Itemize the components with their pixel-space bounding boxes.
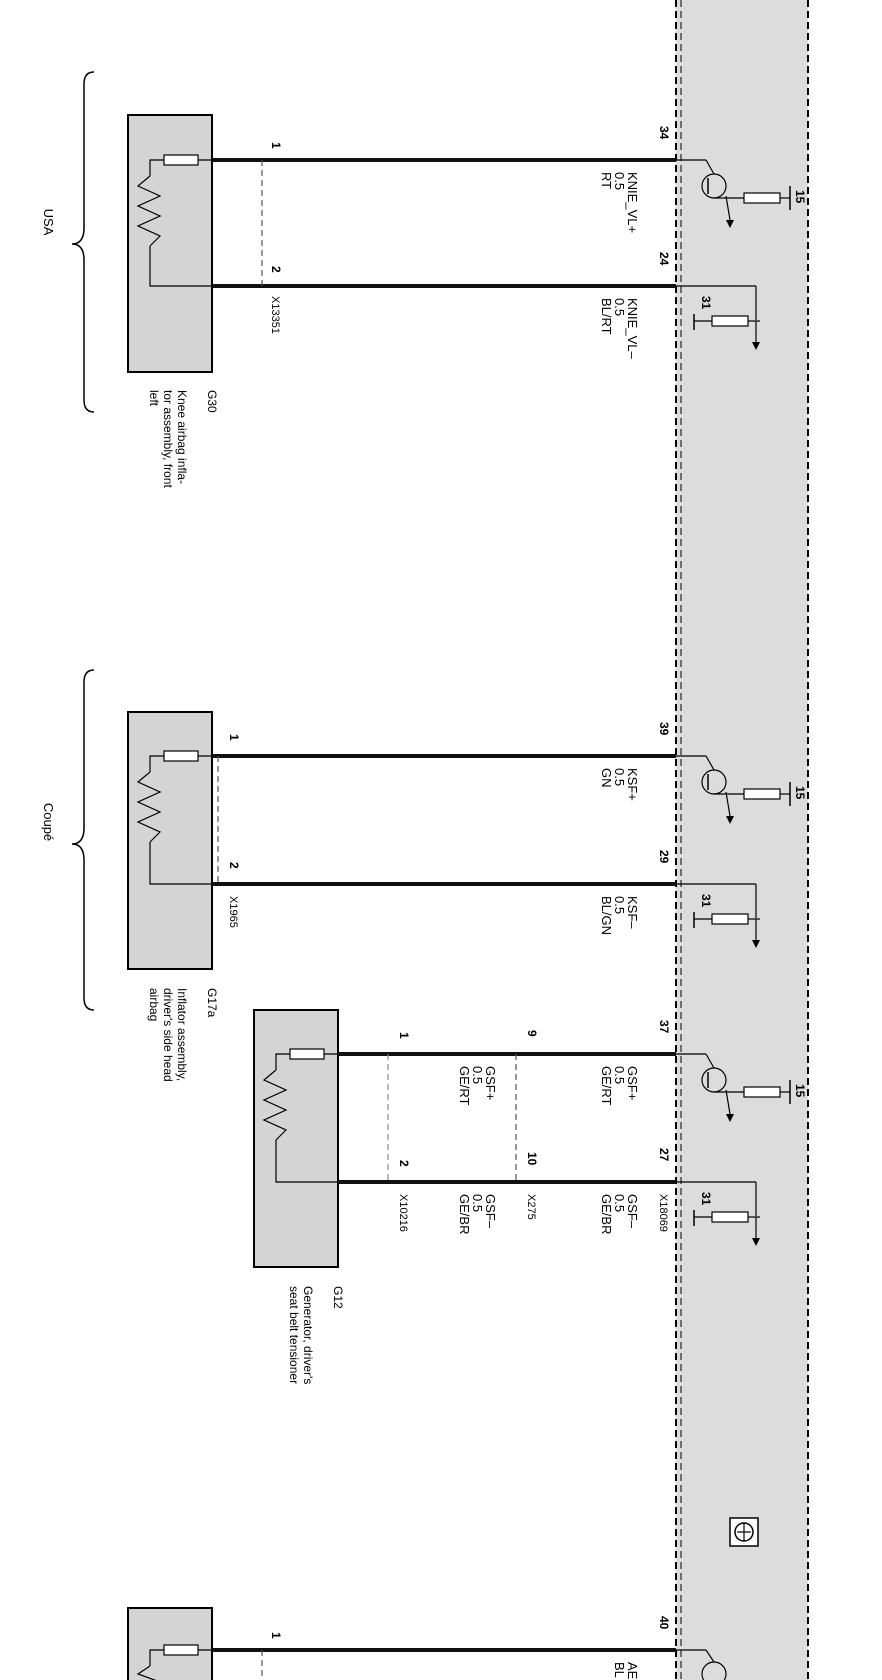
size-ksf-minus: 0.5 bbox=[612, 896, 627, 914]
pin-mid-10: 10 bbox=[525, 1152, 539, 1166]
color-gsf-minus-mod: GE/BR bbox=[457, 1194, 472, 1234]
connector-x18069-label: X18069 bbox=[657, 1194, 669, 1232]
pin-ecu-37: 37 bbox=[657, 1020, 671, 1034]
control-unit-symbol-icon bbox=[729, 1517, 759, 1547]
resistor-box bbox=[163, 1644, 199, 1656]
pin-ecu-27: 27 bbox=[657, 1148, 671, 1162]
pin-ecu-24: 24 bbox=[657, 252, 671, 266]
size-knie-vl-plus: 0.5 bbox=[612, 172, 627, 190]
signal-gsf-plus: GSF+ bbox=[625, 1066, 640, 1100]
signal-gsf-plus-mod: GSF+ bbox=[483, 1066, 498, 1100]
color-knie-vl-plus: RT bbox=[599, 172, 614, 189]
signal-ksf-minus: KSF– bbox=[625, 896, 640, 929]
color-ksf-minus: BL/GN bbox=[599, 896, 614, 935]
supply-pin-15-label: 15 bbox=[793, 190, 807, 204]
circuit-side-head-airbag: 1 2 X1965 39 29 KSF+ 0.5 GN KSF– 0.5 BL/… bbox=[127, 711, 807, 1082]
inflator-lead-bottom bbox=[149, 246, 212, 287]
control-unit-body bbox=[676, 0, 808, 1680]
inflator-zigzag bbox=[136, 771, 162, 843]
usa-brace bbox=[71, 71, 95, 413]
ground-input-27 bbox=[676, 1181, 760, 1246]
pin-ecu-39: 39 bbox=[657, 722, 671, 736]
resistor-lead-left bbox=[275, 1053, 290, 1070]
supply-pin-15-label: 15 bbox=[793, 786, 807, 800]
size-gsf-minus-mod: 0.5 bbox=[470, 1194, 485, 1212]
pin-ecu-40: 40 bbox=[657, 1616, 671, 1630]
color-gsf-plus-mod: GE/RT bbox=[457, 1066, 472, 1106]
module-g30-body bbox=[127, 114, 213, 373]
size-gsf-plus: 0.5 bbox=[612, 1066, 627, 1084]
signal-knie-vl-minus: KNIE_VL– bbox=[625, 298, 640, 359]
resistor-lead-left bbox=[149, 1649, 164, 1666]
connector-x13351-label: X13351 bbox=[269, 296, 281, 334]
inflator-zigzag bbox=[136, 1665, 157, 1680]
module-g30-code: G30 bbox=[205, 390, 219, 413]
resistor-box bbox=[289, 1048, 325, 1060]
circuit-knee-airbag: 1 2 X13351 34 24 KNIE_VL+ 0.5 RT KNIE_VL… bbox=[127, 114, 807, 488]
pin-mod-1: 1 bbox=[269, 1632, 283, 1639]
color-partial: BL bbox=[612, 1662, 627, 1678]
signal-partial: AE bbox=[625, 1662, 640, 1680]
connector-x10216-label: X10216 bbox=[397, 1194, 409, 1232]
resistor-box bbox=[163, 154, 199, 166]
inflator-lead-bottom bbox=[149, 842, 212, 885]
size-knie-vl-minus: 0.5 bbox=[612, 298, 627, 316]
module-g30-desc-2: tor assembly, front bbox=[161, 390, 175, 488]
module-g17a-desc-1: Inflator assembly, bbox=[175, 988, 189, 1081]
coupe-group-label: Coupé bbox=[41, 803, 56, 841]
inflator-zigzag bbox=[262, 1069, 288, 1141]
transistor-output-37 bbox=[676, 1053, 791, 1122]
connector-x275-label: X275 bbox=[525, 1194, 537, 1220]
size-ksf-plus: 0.5 bbox=[612, 768, 627, 786]
pin-ecu-34: 34 bbox=[657, 126, 671, 140]
module-g17a-code: G17a bbox=[205, 988, 219, 1018]
module-g30-desc-3: left bbox=[147, 390, 161, 407]
size-gsf-minus: 0.5 bbox=[612, 1194, 627, 1212]
pin-mod-1: 1 bbox=[397, 1032, 411, 1039]
ground-input-24 bbox=[676, 285, 760, 350]
signal-gsf-minus-mod: GSF– bbox=[483, 1194, 498, 1229]
pin-mod-2: 2 bbox=[269, 266, 283, 273]
transistor-output-40 bbox=[676, 1649, 727, 1680]
module-g17a-desc-2: driver's side head bbox=[161, 988, 175, 1082]
size-gsf-plus-mod: 0.5 bbox=[470, 1066, 485, 1084]
usa-group-label: USA bbox=[41, 209, 56, 236]
resistor-lead-left bbox=[149, 755, 164, 772]
pin-mod-1: 1 bbox=[227, 734, 241, 741]
pin-mod-1: 1 bbox=[269, 142, 283, 149]
transistor-output-34 bbox=[676, 159, 791, 228]
ground-input-29 bbox=[676, 883, 760, 948]
module-g30-desc-1: Knee airbag infla- bbox=[175, 390, 189, 484]
ground-pin-31-label: 31 bbox=[699, 894, 713, 908]
pin-mid-9: 9 bbox=[525, 1030, 539, 1037]
color-gsf-plus: GE/RT bbox=[599, 1066, 614, 1106]
module-g17a-desc-3: airbag bbox=[147, 988, 161, 1021]
coupe-brace bbox=[71, 669, 95, 1011]
ground-pin-31-label: 31 bbox=[699, 1192, 713, 1206]
pin-mod-2: 2 bbox=[227, 862, 241, 869]
inflator-lead-bottom bbox=[275, 1140, 338, 1183]
inflator-zigzag bbox=[136, 175, 162, 247]
color-ksf-plus: GN bbox=[599, 768, 614, 788]
pin-ecu-29: 29 bbox=[657, 850, 671, 864]
module-partial-body bbox=[127, 1607, 213, 1680]
connector-x1965-label: X1965 bbox=[227, 896, 239, 928]
pin-mod-2: 2 bbox=[397, 1160, 411, 1167]
signal-ksf-plus: KSF+ bbox=[625, 768, 640, 801]
resistor-lead-left bbox=[149, 159, 164, 176]
resistor-box bbox=[163, 750, 199, 762]
circuit-partial-bottom: 1 40 AE BL bbox=[127, 1607, 727, 1680]
module-g12-desc-2: seat belt tensioner bbox=[287, 1286, 301, 1384]
ground-pin-31-label: 31 bbox=[699, 296, 713, 310]
color-gsf-minus: GE/BR bbox=[599, 1194, 614, 1234]
circuit-belt-tensioner: 1 2 X10216 9 10 X275 GSF+ 0.5 GE/RT GSF–… bbox=[253, 1009, 807, 1384]
supply-pin-15-label: 15 bbox=[793, 1084, 807, 1098]
signal-knie-vl-plus: KNIE_VL+ bbox=[625, 172, 640, 233]
module-g12-code: G12 bbox=[331, 1286, 345, 1309]
color-knie-vl-minus: BL/RT bbox=[599, 298, 614, 335]
signal-gsf-minus: GSF– bbox=[625, 1194, 640, 1229]
module-g12-desc-1: Generator, driver's bbox=[301, 1286, 315, 1384]
transistor-output-39 bbox=[676, 755, 791, 824]
